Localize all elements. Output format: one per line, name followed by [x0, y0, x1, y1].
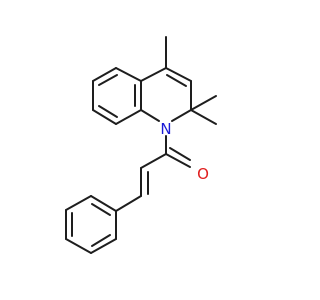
bond	[115, 109, 142, 125]
bond	[90, 195, 117, 212]
bond	[92, 67, 117, 82]
bond	[90, 238, 117, 254]
atom-label-oxygen: O	[197, 165, 209, 183]
bond	[171, 109, 192, 122]
bond	[98, 105, 118, 118]
bond	[140, 153, 167, 169]
structure-canvas: N O	[65, 36, 217, 254]
bond	[190, 109, 217, 125]
bond	[169, 147, 191, 161]
molecule-diagram: N O	[65, 36, 217, 254]
bond	[140, 67, 167, 82]
bond	[166, 74, 187, 87]
bond	[91, 234, 111, 247]
bond	[190, 95, 217, 111]
bond	[65, 195, 92, 211]
bond	[92, 109, 117, 125]
bond	[91, 203, 111, 216]
bond	[115, 67, 142, 82]
bond	[165, 153, 191, 168]
bond	[115, 195, 142, 212]
bond	[140, 109, 160, 122]
bond	[165, 67, 192, 82]
bond	[98, 74, 118, 86]
atom-label-nitrogen: N	[160, 120, 171, 138]
bond	[65, 238, 92, 254]
